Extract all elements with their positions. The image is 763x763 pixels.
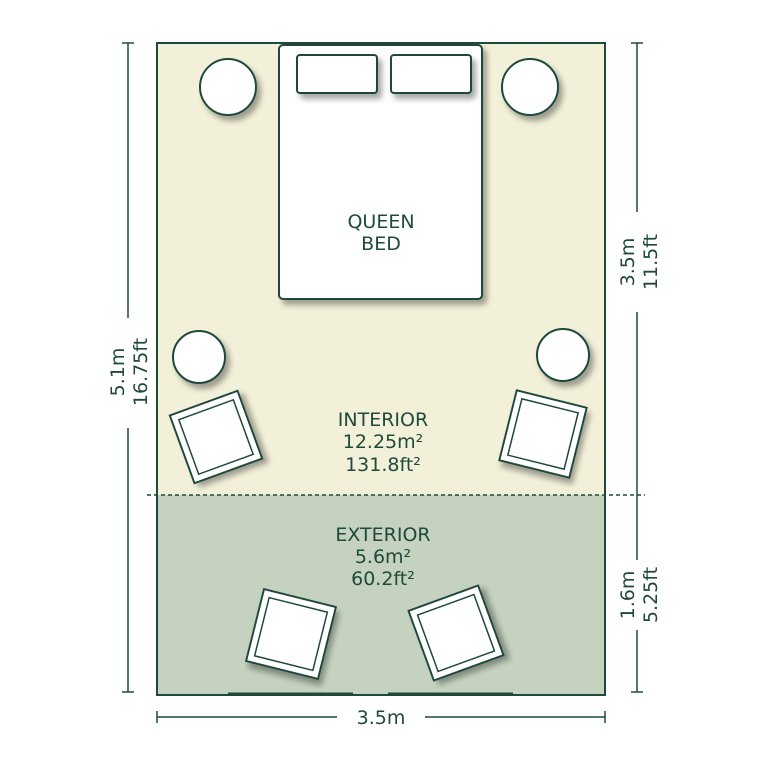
- interior-area-m: 12.25m²: [343, 431, 424, 453]
- exterior-area-ft: 60.2ft²: [351, 568, 415, 590]
- dimension-interior-length: [631, 42, 643, 495]
- interior-label: INTERIOR: [338, 409, 428, 431]
- exterior-label: EXTERIOR: [335, 524, 430, 546]
- pillow-right: [390, 54, 472, 94]
- interior-length-m: 3.5m: [617, 238, 639, 287]
- bed-label-line2: BED: [361, 233, 401, 255]
- armchair-exterior-left: [244, 587, 338, 681]
- nightstand-left: [199, 58, 257, 116]
- armchair-interior-left: [168, 389, 264, 485]
- room-outline: [156, 42, 606, 696]
- total-length-m: 5.1m: [107, 348, 129, 397]
- exterior-length-m: 1.6m: [617, 571, 639, 620]
- total-length-ft: 16.75ft: [130, 338, 152, 406]
- queen-bed: [278, 44, 483, 300]
- width-m: 3.5m: [357, 707, 406, 729]
- exterior-length-ft: 5.25ft: [640, 567, 662, 623]
- dimension-width: [156, 711, 606, 723]
- dimension-total-length: [122, 42, 134, 693]
- exterior-area: [157, 495, 605, 695]
- bed-label-line1: QUEEN: [347, 211, 414, 233]
- side-table-right: [536, 328, 590, 382]
- interior-length-ft: 11.5ft: [640, 234, 662, 290]
- pillow-left: [296, 54, 378, 94]
- armchair-exterior-right: [407, 584, 505, 682]
- nightstand-right: [501, 58, 559, 116]
- interior-area-ft: 131.8ft²: [345, 454, 421, 476]
- side-table-left: [172, 330, 226, 384]
- armchair-interior-right: [498, 389, 588, 479]
- exterior-area-m: 5.6m²: [355, 546, 411, 568]
- dimension-exterior-length: [631, 495, 643, 693]
